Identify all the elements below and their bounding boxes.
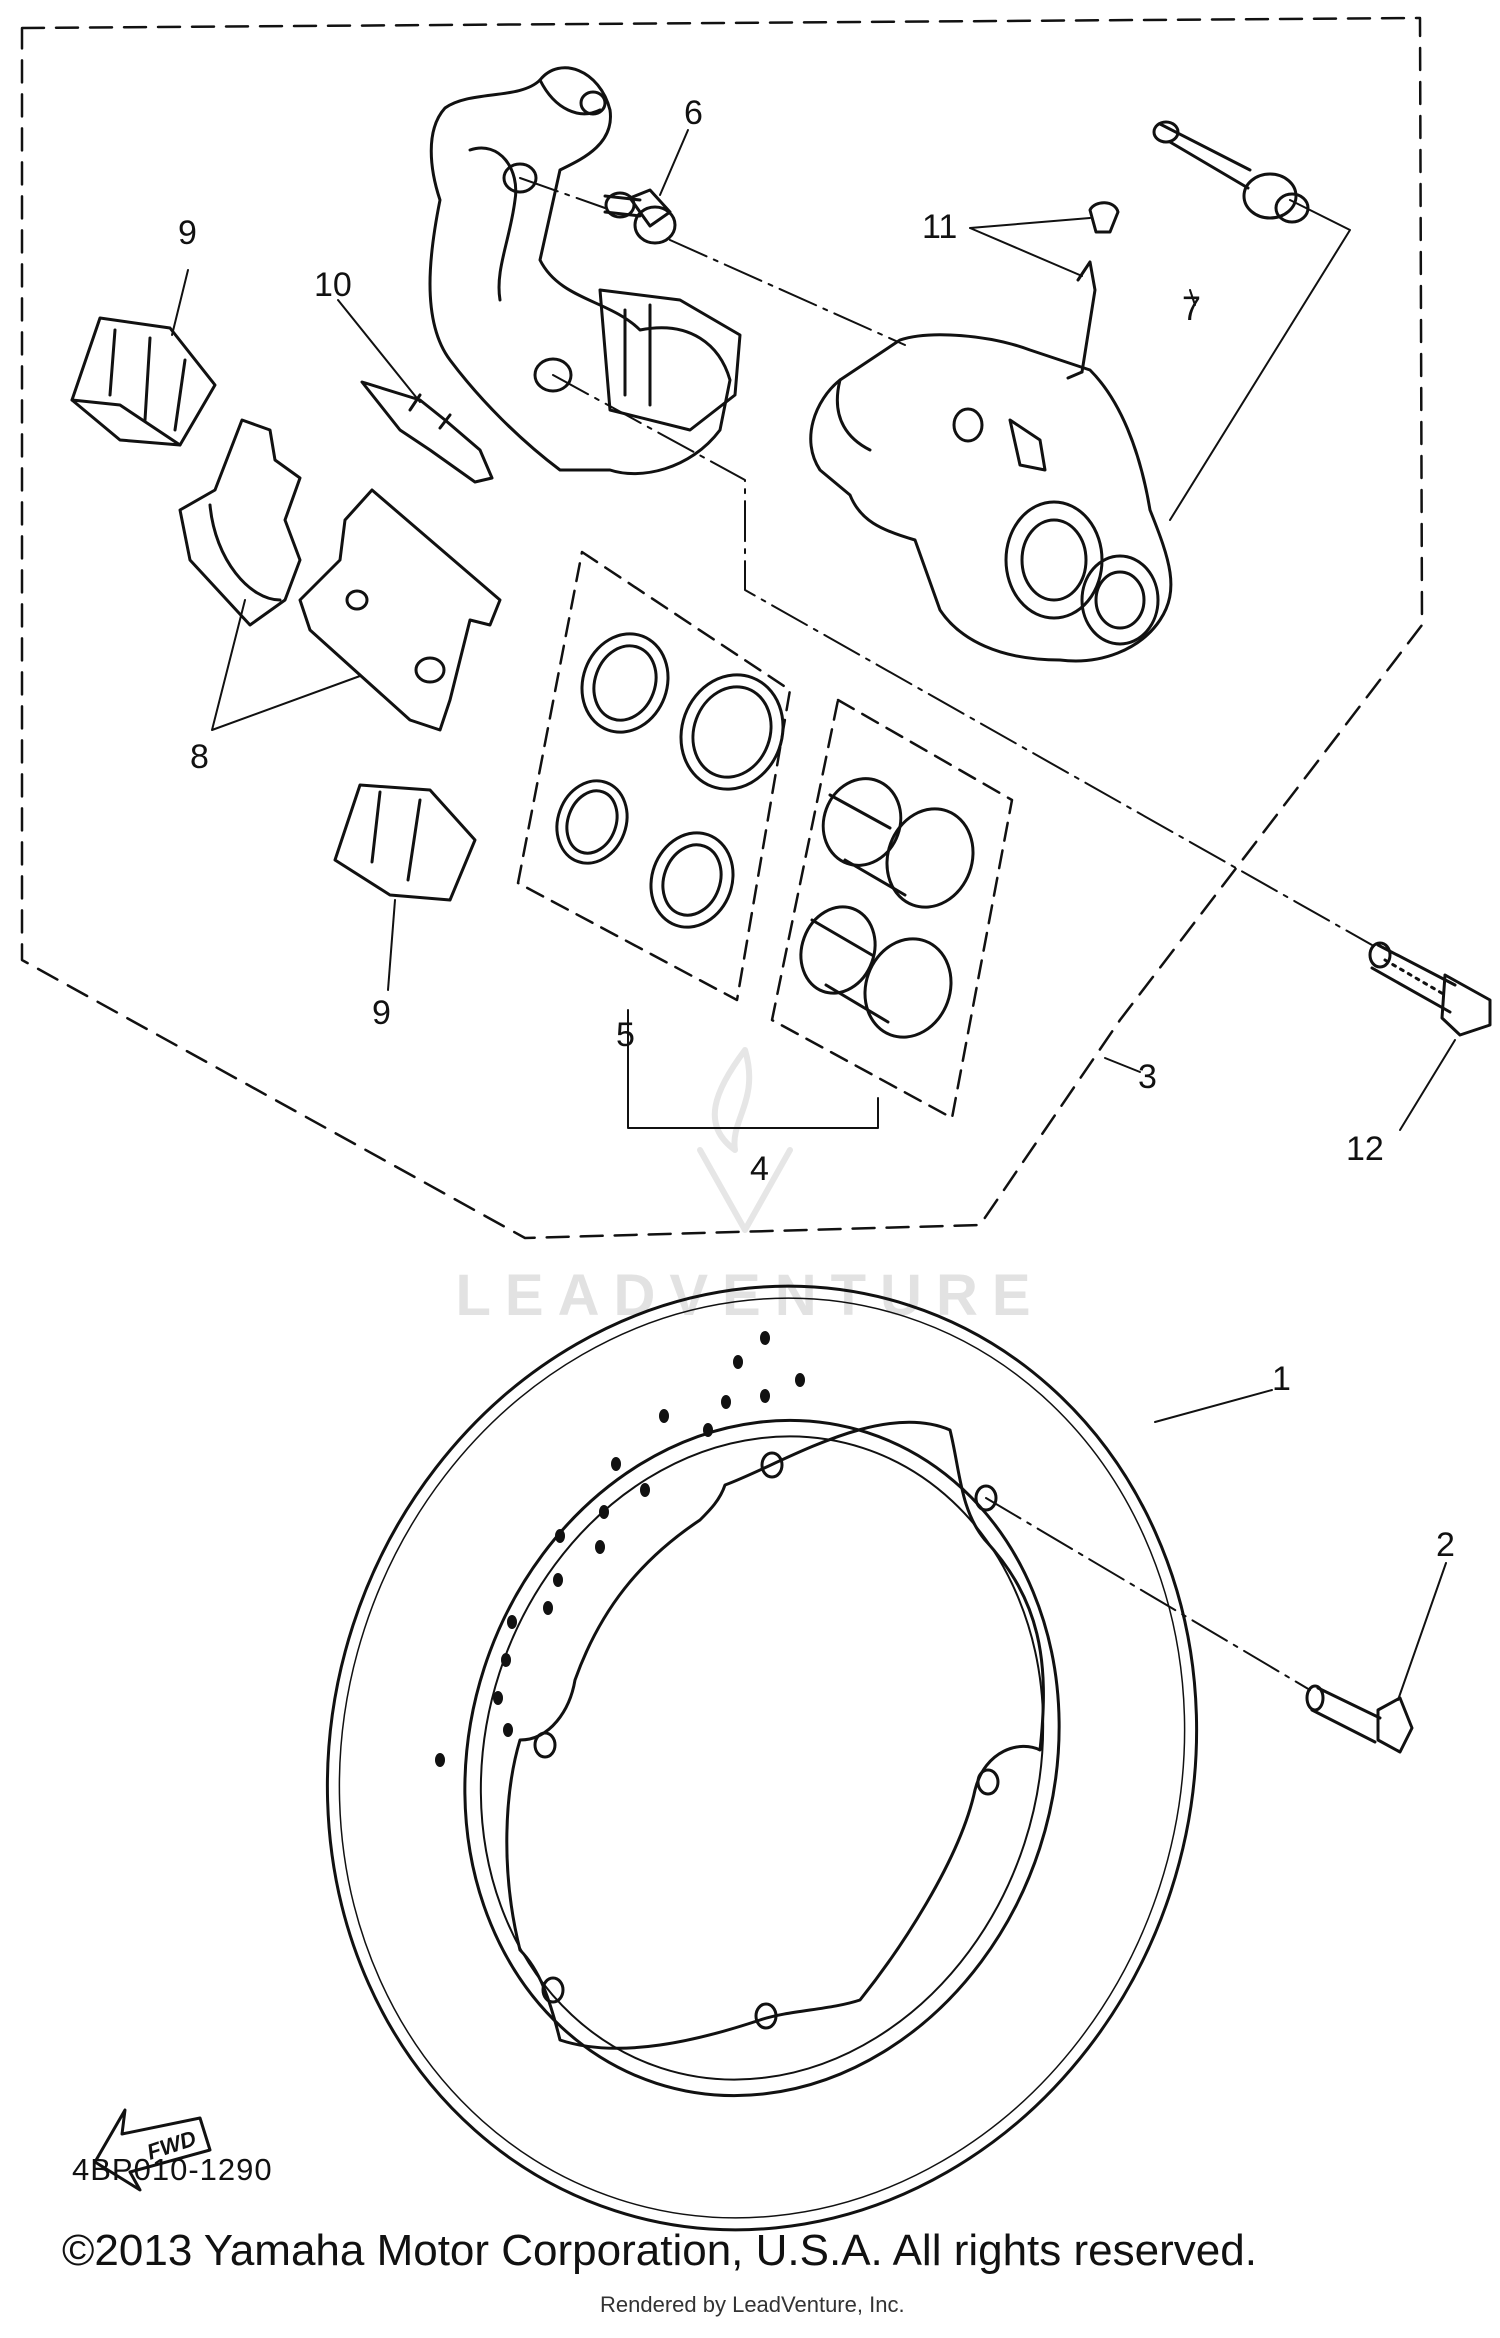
brake-pad-part-8-rear <box>178 418 302 627</box>
reference-lines <box>519 177 1373 1691</box>
brake-disc-part-1 <box>325 1284 1199 2232</box>
callout-2: 2 <box>1436 1526 1455 1564</box>
callout-5: 5 <box>616 1016 635 1054</box>
callout-12: 12 <box>1346 1130 1384 1168</box>
leader-lines <box>171 129 1456 1701</box>
diagram-code: 4BP010-1290 <box>72 2152 273 2187</box>
pad-spring-part-9-lower <box>333 783 477 902</box>
callout-6: 6 <box>684 94 703 132</box>
pin-bolt-part-7 <box>1152 120 1310 224</box>
disc-bolt-part-2 <box>1305 1684 1414 1754</box>
callout-9-upper: 9 <box>178 214 197 252</box>
callout-8: 8 <box>190 738 209 776</box>
callout-9-lower: 9 <box>372 994 391 1032</box>
sleeve-part-6 <box>603 188 677 245</box>
brake-pad-part-8-front <box>298 488 502 732</box>
callout-1: 1 <box>1272 1360 1291 1398</box>
callouts: 1 2 3 4 5 6 7 8 9 9 10 11 12 <box>178 94 1455 1564</box>
caliper-bracket <box>428 66 742 476</box>
callout-11: 11 <box>922 208 957 246</box>
callout-10: 10 <box>314 266 352 304</box>
caliper-body <box>809 333 1173 663</box>
pad-spring-part-9-upper <box>70 316 217 447</box>
watermark-text: LEADVENTURE <box>455 1263 1044 1328</box>
caliper-bolt-part-12 <box>1368 941 1492 1037</box>
pad-support-part-10 <box>360 380 494 484</box>
callout-4: 4 <box>750 1150 769 1188</box>
rendered-by-note: Rendered by LeadVenture, Inc. <box>600 2292 905 2317</box>
callout-3: 3 <box>1138 1058 1157 1096</box>
bleed-screw-part-11 <box>1066 201 1120 380</box>
copyright-notice: ©2013 Yamaha Motor Corporation, U.S.A. A… <box>62 2226 1257 2275</box>
callout-7: 7 <box>1182 290 1201 328</box>
piston-seal-kit-part-5 <box>516 550 792 1002</box>
forward-direction-arrow <box>93 2108 212 2192</box>
leadventure-watermark <box>697 1047 793 1233</box>
caliper-assembly-boundary <box>20 16 1424 1240</box>
piston-kit-part-4 <box>770 698 1014 1120</box>
